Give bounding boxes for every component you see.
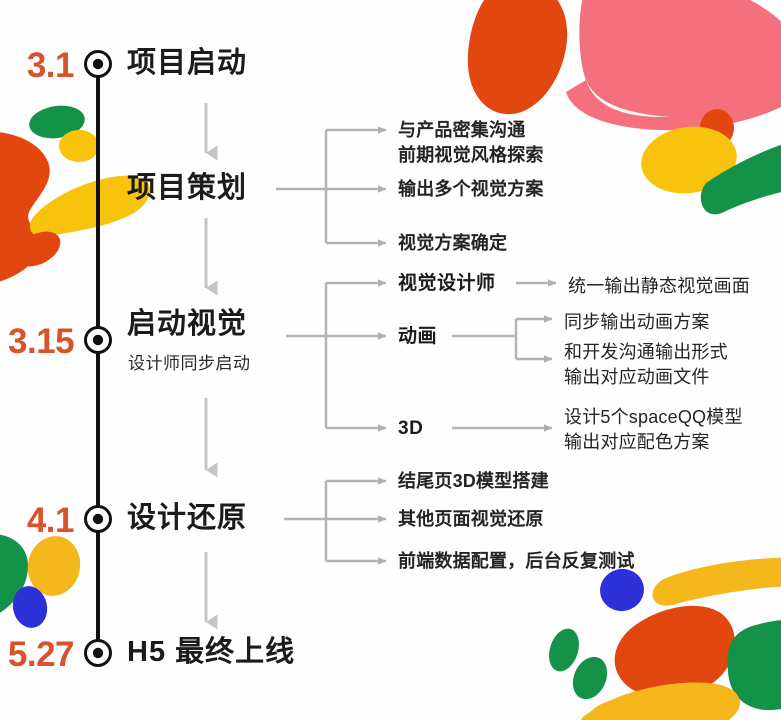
milestone-title-3: 设计还原	[127, 502, 248, 534]
branch-label-2-2: 3D	[398, 418, 424, 439]
branch-label-1-0: 与产品密集沟通 前期视觉风格探索	[398, 120, 544, 165]
branch-label-2-1: 动画	[398, 326, 438, 347]
milestone-title-2: 启动视觉	[127, 308, 248, 340]
leaf-label-2-1-1: 和开发沟通输出形式 输出对应动画文件	[564, 342, 728, 387]
milestone-title-0: 项目启动	[127, 47, 248, 79]
branch-label-3-1: 其他页面视觉还原	[398, 509, 544, 529]
leaf-label-2-2-0: 设计5个spaceQQ模型 输出对应配色方案	[564, 407, 743, 452]
milestone-title-1: 项目策划	[127, 172, 248, 204]
milestone-date-0: 3.1	[26, 46, 75, 85]
branch-label-1-1: 输出多个视觉方案	[398, 179, 544, 199]
leaf-label-2-1-0: 同步输出动画方案	[564, 312, 710, 332]
milestone-subtitle-2: 设计师同步启动	[128, 354, 251, 373]
branch-label-1-2: 视觉方案确定	[398, 233, 508, 253]
milestone-title-4: H5 最终上线	[127, 636, 296, 668]
leaf-label-2-0-0: 统一输出静态视觉画面	[568, 276, 750, 296]
branch-label-2-0: 视觉设计师	[398, 273, 496, 294]
milestone-date-3: 4.1	[26, 501, 75, 540]
branch-label-3-0: 结尾页3D模型搭建	[398, 471, 549, 491]
branch-label-3-2: 前端数据配置，后台反复测试	[398, 551, 635, 571]
milestone-date-2: 3.15	[8, 322, 75, 361]
milestone-date-4: 5.27	[7, 635, 75, 674]
